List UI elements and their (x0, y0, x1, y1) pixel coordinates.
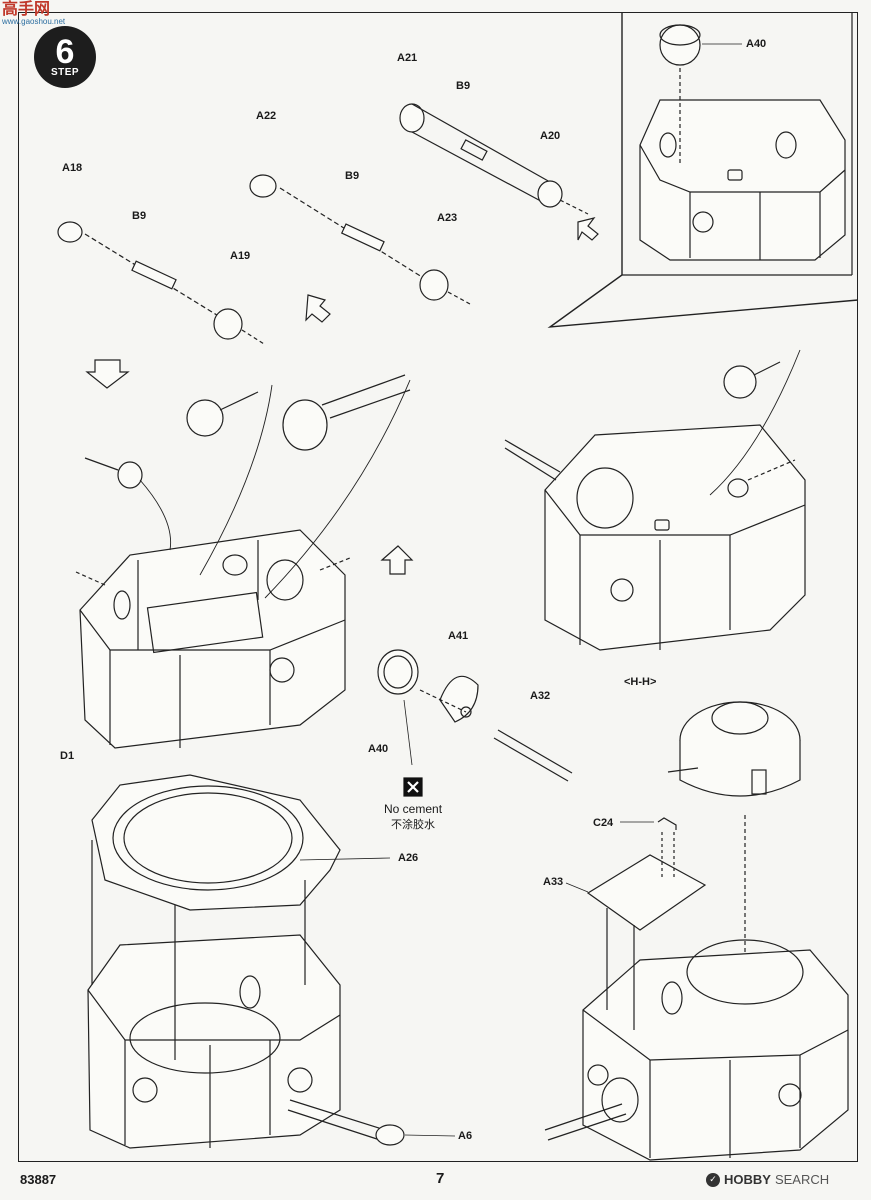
step-number: 6 (55, 32, 75, 71)
page-number: 7 (436, 1170, 445, 1187)
label-hh: <H-H> (624, 676, 657, 688)
ring-plate-a26 (91, 774, 391, 911)
hobbysearch-logo: ✓ HOBBY SEARCH (706, 1172, 829, 1187)
label-a33: A33 (543, 876, 564, 888)
label-b9-left: B9 (132, 210, 147, 222)
no-cement-note: No cement 不涂胶水 (384, 802, 442, 832)
label-a6: A6 (458, 1130, 473, 1142)
label-a26: A26 (398, 852, 419, 864)
hatch-plate-a33 (565, 854, 707, 1030)
no-cement-cn: 不涂胶水 (391, 818, 436, 831)
label-b9-top: B9 (456, 80, 471, 92)
hull-bottom-right (544, 939, 849, 1161)
step-word: STEP (50, 66, 80, 78)
label-c24: C24 (593, 817, 614, 829)
shaft-assembly-a21-a20 (399, 103, 589, 215)
label-a32: A32 (530, 690, 551, 702)
label-a18: A18 (62, 162, 83, 174)
inset-part-a40 (659, 24, 742, 165)
inset-turret-hull (639, 99, 846, 261)
watermark-logo: 高手网 www.gaoshou.net (2, 1, 66, 26)
direction-arrows (85, 217, 599, 575)
center-parts (377, 649, 573, 782)
shaft-assembly-a18-a19 (57, 221, 265, 345)
no-cement-en: No cement (384, 802, 443, 816)
label-a19: A19 (230, 250, 251, 262)
page-frame (18, 12, 858, 1162)
hull-d1-parts (75, 374, 411, 599)
hull-right-assembled (504, 349, 806, 651)
label-a21: A21 (397, 52, 418, 64)
step-badge: 6 STEP (34, 26, 96, 88)
shaft-assembly-a22-a23 (249, 174, 471, 305)
label-d1: D1 (60, 750, 75, 762)
kit-number: 83887 (20, 1172, 57, 1187)
turret-hh (667, 701, 801, 960)
hull-bottom-left (87, 840, 456, 1149)
inset-border (547, 12, 859, 328)
no-cement-icon (403, 777, 423, 797)
label-a23: A23 (437, 212, 458, 224)
label-b9-mid: B9 (345, 170, 360, 182)
handle-c24 (620, 817, 677, 880)
brand-mark-icon: ✓ (706, 1172, 720, 1187)
label-a40-bottom: A40 (368, 743, 389, 755)
hull-d1 (79, 529, 346, 749)
label-a41: A41 (448, 630, 469, 642)
label-a22: A22 (256, 110, 277, 122)
label-a20: A20 (540, 130, 561, 142)
label-a40-inset: A40 (746, 38, 767, 50)
